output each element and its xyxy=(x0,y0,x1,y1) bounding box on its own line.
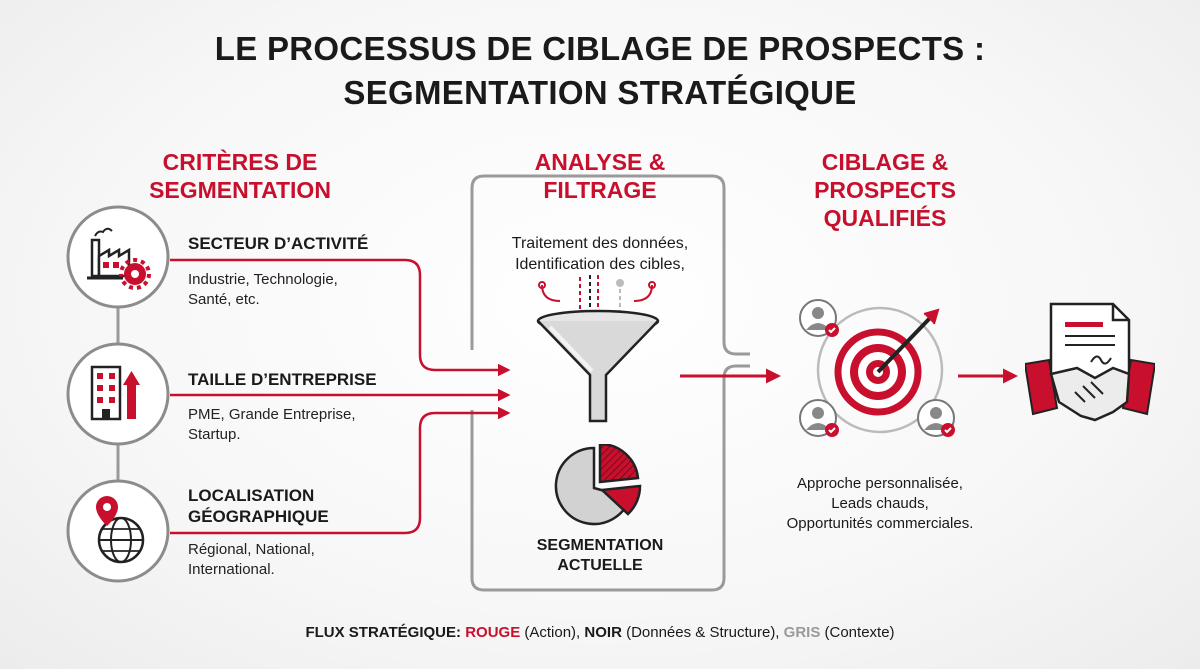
analysis-description: Traitement des données,Identification de… xyxy=(511,235,689,273)
targeting-description: Approche personnalisée,Leads chauds,Oppo… xyxy=(786,475,974,532)
funnel-icon xyxy=(536,275,660,423)
globe-pin-icon xyxy=(66,479,170,583)
criterion-title-sector: SECTEUR D’ACTIVITÉ xyxy=(188,234,369,253)
page-title-line1: LE PROCESSUS DE CIBLAGE DE PROSPECTS : xyxy=(214,30,986,67)
handshake-contract-icon xyxy=(1025,302,1155,422)
page-title-line2: SEGMENTATION STRATÉGIQUE xyxy=(343,74,857,111)
criterion-desc-size: PME, Grande Entreprise,Startup. xyxy=(188,406,356,443)
legend-black: NOIR xyxy=(584,624,622,641)
building-growth-icon xyxy=(66,342,170,446)
pie-chart-icon xyxy=(554,444,642,526)
legend-gray: GRIS xyxy=(783,624,821,641)
criterion-title-size: TAILLE D’ENTREPRISE xyxy=(188,370,377,389)
legend: FLUX STRATÉGIQUE: ROUGE (Action), NOIR (… xyxy=(305,624,895,641)
legend-red: ROUGE xyxy=(465,624,521,641)
criterion-desc-location: Régional, National,International. xyxy=(188,541,315,578)
target-arrow-icon xyxy=(799,299,955,437)
analysis-heading: ANALYSE &FILTRAGE xyxy=(534,149,666,203)
factory-gear-icon xyxy=(66,205,170,309)
criterion-desc-sector: Industrie, Technologie,Santé, etc. xyxy=(188,271,338,308)
